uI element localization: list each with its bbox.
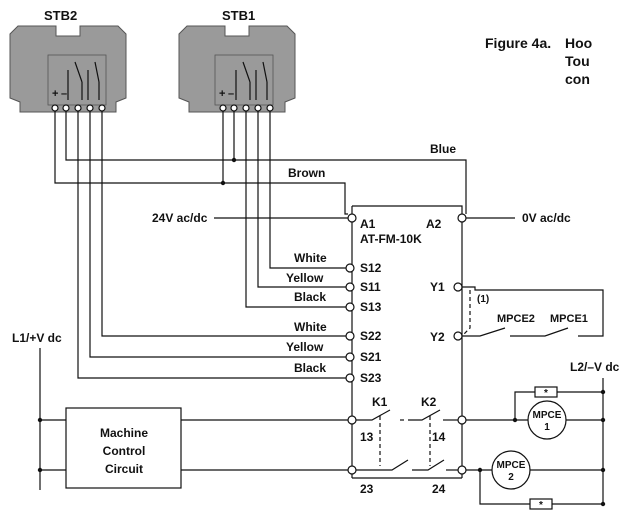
terminal-24: 24 xyxy=(432,482,446,496)
stb2-terminal-block xyxy=(47,54,107,106)
mpce1-coil xyxy=(527,400,567,440)
stb2-plus: + xyxy=(52,88,58,100)
mpce2-contact-label: MPCE2 xyxy=(497,313,535,325)
k1-contact-upper xyxy=(355,409,391,421)
control-line-2: Control xyxy=(103,444,146,458)
mpce1-coil-name: MPCE xyxy=(533,410,562,421)
terminal-s21: S21 xyxy=(360,350,382,364)
contact-lower xyxy=(355,459,409,471)
mpce1-coil-number: 1 xyxy=(544,422,550,433)
supply-positive-label: 24V ac/dc xyxy=(152,211,208,225)
device-wiring xyxy=(54,111,467,379)
terminal-a1: A1 xyxy=(360,217,376,231)
stb1-device: STB1 + – xyxy=(178,8,296,113)
l1-rail-label: L1/+V dc xyxy=(12,331,62,345)
stb2-internal-contacts xyxy=(67,61,100,100)
module-outline xyxy=(351,205,463,479)
relay-k1: K1 xyxy=(372,395,388,409)
stb1-label: STB1 xyxy=(222,8,255,23)
wire-label-white-2: White xyxy=(294,320,327,334)
stb1-internal-contacts xyxy=(235,61,268,100)
wire-label-black-2: Black xyxy=(294,361,326,375)
mechanical-link xyxy=(379,416,431,466)
suppressor-2 xyxy=(529,498,553,510)
control-line-1: Machine xyxy=(100,426,148,440)
terminal-s22: S22 xyxy=(360,329,382,343)
l2-rail-label: L2/–V dc xyxy=(570,360,620,374)
terminal-y1: Y1 xyxy=(430,280,445,294)
stb1-plus: + xyxy=(219,88,225,100)
stb1-minus: – xyxy=(228,88,234,100)
figure-caption-line-2: Tou xyxy=(565,53,590,69)
stb2-device: STB2 + – xyxy=(9,8,127,113)
mpce1-contact-label: MPCE1 xyxy=(550,313,588,325)
supply-negative-label: 0V ac/dc xyxy=(522,211,571,225)
terminal-s12: S12 xyxy=(360,261,382,275)
terminal-s13: S13 xyxy=(360,300,382,314)
suppressor-1 xyxy=(534,386,558,398)
machine-control-circuit-box xyxy=(65,407,182,489)
terminal-s11: S11 xyxy=(360,280,381,294)
mpce-coils: MPCE 1 * MPCE 2 * xyxy=(466,386,606,511)
terminal-y2: Y2 xyxy=(430,330,445,344)
y1-y2-loop: (1) MPCE2 MPCE1 xyxy=(461,286,604,337)
terminal-23: 23 xyxy=(360,482,374,496)
wire-label-blue: Blue xyxy=(430,142,456,156)
stb2-label: STB2 xyxy=(44,8,77,23)
stb2-minus: – xyxy=(61,88,67,100)
module-terminals xyxy=(345,213,467,475)
terminal-14: 14 xyxy=(432,430,446,444)
terminal-13: 13 xyxy=(360,430,374,444)
control-circuit-wiring xyxy=(40,419,348,471)
terminal-s23: S23 xyxy=(360,371,382,385)
suppressor-2-marker: * xyxy=(539,500,543,511)
wire-label-black-1: Black xyxy=(294,290,326,304)
module-name: AT-FM-10K xyxy=(360,232,422,246)
control-line-3: Circuit xyxy=(105,462,143,476)
mpce2-coil xyxy=(491,450,531,490)
mpce2-coil-name: MPCE xyxy=(497,460,526,471)
mpce2-coil-number: 2 xyxy=(508,472,514,483)
figure-caption-line-3: con xyxy=(565,71,590,87)
wire-label-yellow-1: Yellow xyxy=(286,271,324,285)
figure-caption-line-1: Hoo xyxy=(565,35,592,51)
terminal-a2: A2 xyxy=(426,217,442,231)
relay-k2: K2 xyxy=(421,395,437,409)
wire-label-brown: Brown xyxy=(288,166,325,180)
suppressor-1-marker: * xyxy=(544,388,548,399)
figure-number: Figure 4a. xyxy=(485,35,551,51)
wire-label-yellow-2: Yellow xyxy=(286,340,324,354)
k2-contact-upper xyxy=(408,409,441,421)
wire-label-white-1: White xyxy=(294,251,327,265)
at-fm-10k-module: A1 A2 AT-FM-10K S12 S11 S13 S22 S21 S23 … xyxy=(351,205,463,496)
note-marker: (1) xyxy=(477,294,489,305)
